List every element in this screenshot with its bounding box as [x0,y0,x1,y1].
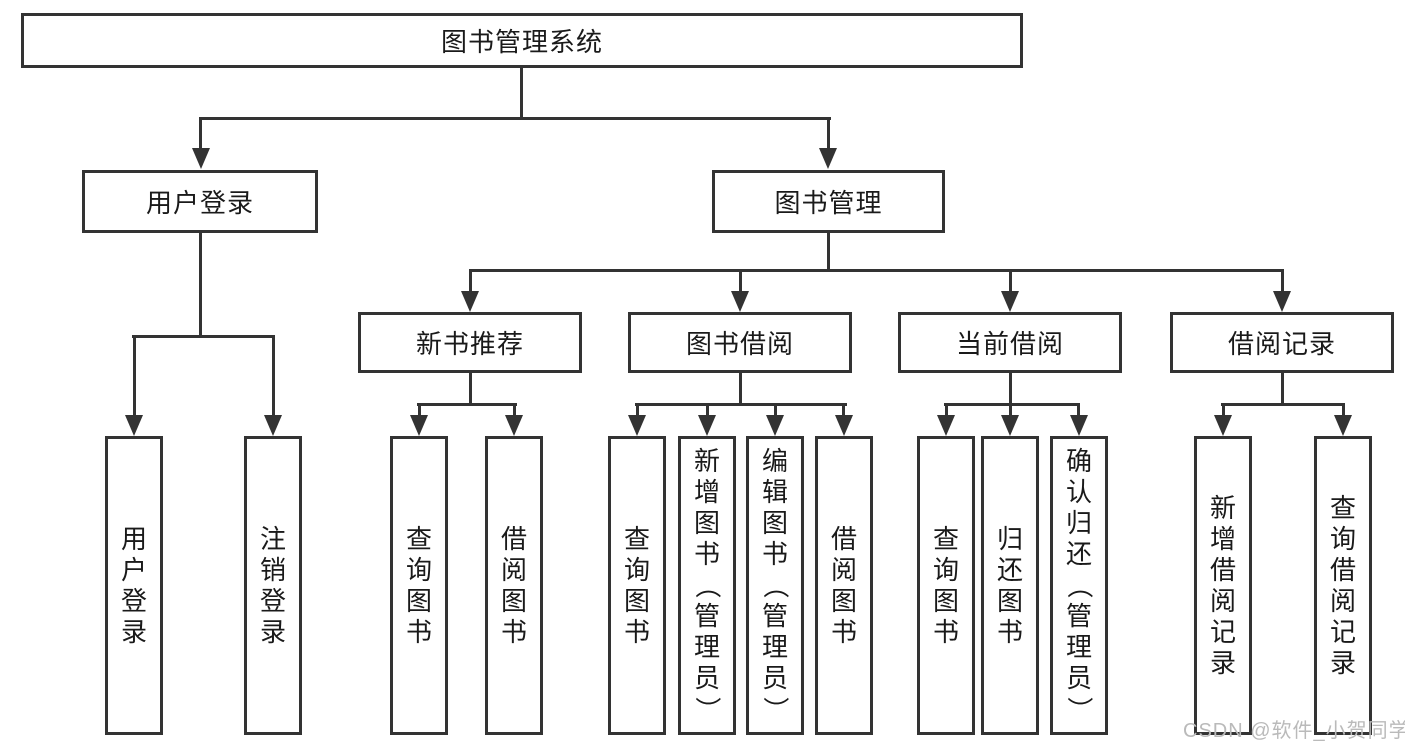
arrow-down-icon [192,148,210,169]
connector-line [132,335,275,338]
connector-line [469,373,472,405]
arrow-down-icon [766,415,784,436]
connector-line [827,117,830,153]
leaf-borrowing-edit-books-admin: 编辑图书（管理员） [746,436,804,735]
arrow-down-icon [835,415,853,436]
arrow-down-icon [1214,415,1232,436]
leaf-current-query-books: 查询图书 [917,436,975,735]
arrow-down-icon [937,415,955,436]
connector-line [469,269,1284,272]
node-book-management-label: 图书管理 [774,188,883,218]
connector-line [1281,269,1284,294]
leaf-recommend-borrow-books: 借阅图书 [485,436,543,735]
arrow-down-icon [819,148,837,169]
arrow-down-icon [505,415,523,436]
connector-line [199,117,831,120]
node-borrowing-records: 借阅记录 [1170,312,1394,373]
connector-line [706,403,709,417]
leaf-current-confirm-return-admin: 确认归还（管理员） [1050,436,1108,735]
connector-line [944,403,1080,406]
connector-line [199,117,202,153]
leaf-borrowing-borrow-books: 借阅图书 [815,436,873,735]
connector-line [417,403,517,406]
arrow-down-icon [1273,291,1291,312]
connector-line [199,233,202,337]
arrow-down-icon [1334,415,1352,436]
leaf-records-query-record: 查询借阅记录 [1314,436,1372,735]
connector-line [133,335,136,417]
connector-line [418,403,421,417]
arrow-down-icon [1070,415,1088,436]
connector-line [739,373,742,405]
connector-line [1077,403,1080,417]
node-borrowing-records-label: 借阅记录 [1227,329,1336,359]
arrow-down-icon [125,415,143,436]
node-current-borrowing-label: 当前借阅 [955,329,1064,359]
arrow-down-icon [698,415,716,436]
connector-line [842,403,845,417]
arrow-down-icon [1001,291,1019,312]
connector-line [1009,403,1012,417]
connector-line [945,403,948,417]
node-new-book-recommend: 新书推荐 [358,312,582,373]
node-root-label: 图书管理系统 [440,27,603,57]
connector-line [827,233,830,271]
connector-line [513,403,516,417]
node-new-book-recommend-label: 新书推荐 [415,329,524,359]
connector-line [1342,403,1345,417]
connector-line [774,403,777,417]
node-user-login: 用户登录 [82,170,318,233]
connector-line [1281,373,1284,405]
arrow-down-icon [264,415,282,436]
leaf-recommend-query-books: 查询图书 [390,436,448,735]
arrow-down-icon [628,415,646,436]
arrow-down-icon [1001,415,1019,436]
node-book-borrowing: 图书借阅 [628,312,852,373]
connector-line [520,68,523,118]
arrow-down-icon [461,291,479,312]
leaf-records-add-record: 新增借阅记录 [1194,436,1252,735]
connector-line [739,269,742,294]
leaf-borrowing-add-books-admin: 新增图书（管理员） [678,436,736,735]
node-root: 图书管理系统 [21,13,1023,68]
node-user-login-label: 用户登录 [145,188,254,218]
node-book-borrowing-label: 图书借阅 [685,329,794,359]
csdn-watermark: CSDN @软件_小贺同学 [1183,720,1405,742]
arrow-down-icon [731,291,749,312]
connector-line [1009,373,1012,405]
connector-line [469,269,472,294]
node-book-management: 图书管理 [712,170,945,233]
node-current-borrowing: 当前借阅 [898,312,1122,373]
connector-line [635,403,847,406]
leaf-borrowing-query-books: 查询图书 [608,436,666,735]
arrow-down-icon [410,415,428,436]
leaf-logout: 注销登录 [244,436,302,735]
connector-line [1222,403,1225,417]
leaf-current-return-books: 归还图书 [981,436,1039,735]
connector-line [1009,269,1012,294]
connector-line [1221,403,1345,406]
leaf-user-login: 用户登录 [105,436,163,735]
connector-line [636,403,639,417]
connector-line [272,335,275,417]
